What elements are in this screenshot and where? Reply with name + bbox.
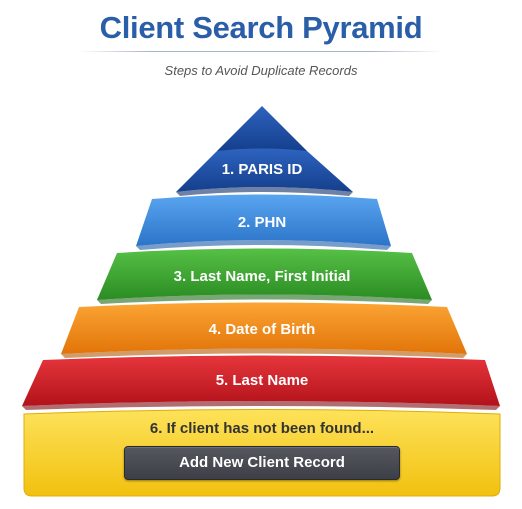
- tier-1-paris-id: [176, 106, 353, 196]
- page-subtitle: Steps to Avoid Duplicate Records: [164, 63, 358, 78]
- tier-5-last-name: [22, 355, 500, 410]
- tier-1-label: 1. PARIS ID: [222, 161, 303, 178]
- base-label: 6. If client has not been found...: [150, 420, 374, 437]
- tier-4-date-of-birth: [61, 302, 467, 358]
- tier-2-phn: [136, 194, 391, 250]
- tier-3-label: 3. Last Name, First Initial: [174, 268, 351, 285]
- tier-5-label: 5. Last Name: [216, 372, 309, 389]
- tier-2-label: 2. PHN: [238, 214, 286, 231]
- add-new-client-record-button[interactable]: Add New Client Record: [124, 446, 400, 480]
- tier-4-label: 4. Date of Birth: [209, 321, 316, 338]
- tier-3-last-name-first-initial: [97, 248, 432, 304]
- page-title: Client Search Pyramid: [99, 10, 423, 45]
- title-divider: [78, 51, 444, 52]
